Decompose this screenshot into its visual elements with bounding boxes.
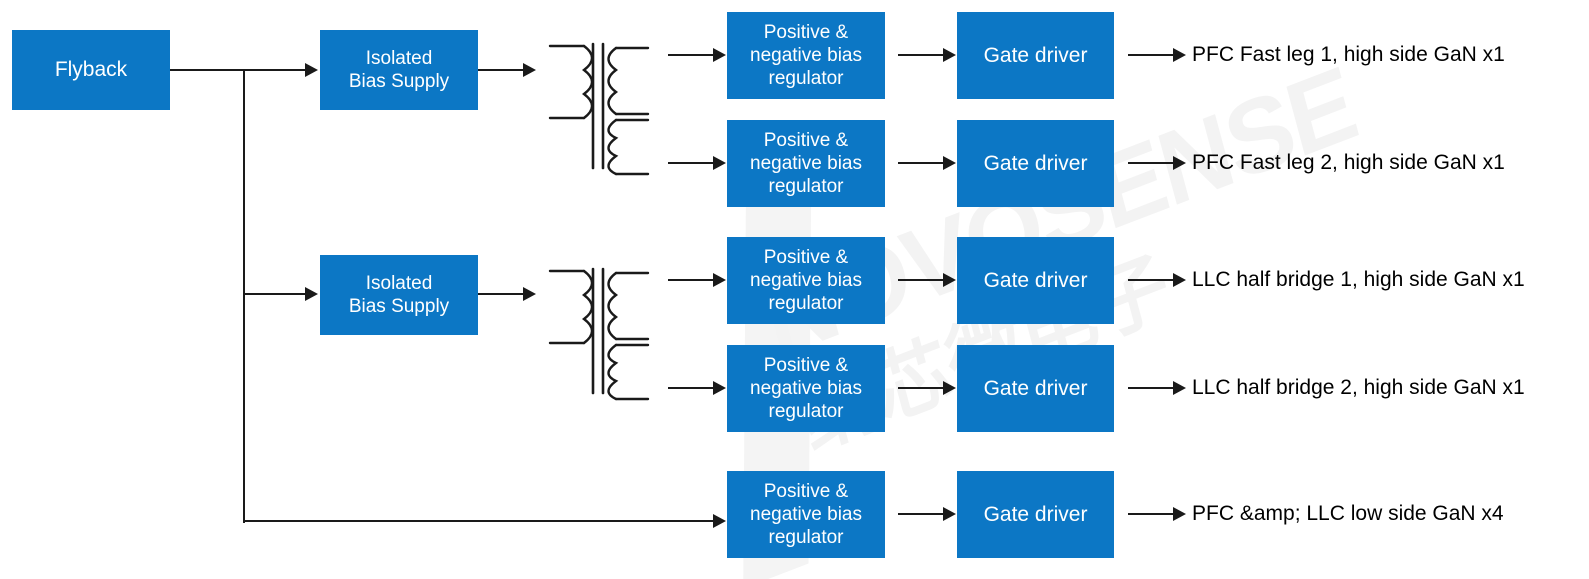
connector-regulator-3-to-driver-3 xyxy=(898,279,943,281)
connector-transformer-1-sec-b-to-regulator-2 xyxy=(668,162,713,164)
regulator-5-line-1: Positive & xyxy=(763,480,849,502)
transformer-1 xyxy=(548,42,650,176)
arrowhead-to-driver-3 xyxy=(943,273,956,287)
bias-regulator-4[interactable]: Positive & negative bias regulator xyxy=(727,345,885,432)
arrowhead-to-transformer-1 xyxy=(523,63,536,77)
arrowhead-to-output-2 xyxy=(1173,156,1186,170)
regulator-4-line-3: regulator xyxy=(768,401,844,423)
connector-regulator-1-to-driver-1 xyxy=(898,54,943,56)
arrowhead-to-driver-5 xyxy=(943,507,956,521)
arrowhead-to-regulator-3 xyxy=(713,273,726,287)
regulator-3-line-1: Positive & xyxy=(763,246,849,268)
arrowhead-to-transformer-2 xyxy=(523,287,536,301)
connector-bus-to-regulator-5 xyxy=(243,520,713,522)
gate-driver-1[interactable]: Gate driver xyxy=(957,12,1114,99)
connector-driver-4-to-output-4 xyxy=(1128,387,1173,389)
connector-driver-3-to-output-3 xyxy=(1128,279,1173,281)
bias-regulator-5[interactable]: Positive & negative bias regulator xyxy=(727,471,885,558)
connector-driver-5-to-output-5 xyxy=(1128,513,1173,515)
regulator-1-line-1: Positive & xyxy=(763,21,849,43)
flyback-box[interactable]: Flyback xyxy=(12,30,170,110)
connector-transformer-1-sec-a-to-regulator-1 xyxy=(668,54,713,56)
gate-driver-4[interactable]: Gate driver xyxy=(957,345,1114,432)
gate-driver-2[interactable]: Gate driver xyxy=(957,120,1114,207)
arrowhead-to-regulator-2 xyxy=(713,156,726,170)
regulator-1-line-3: regulator xyxy=(768,68,844,90)
regulator-3-line-3: regulator xyxy=(768,293,844,315)
arrowhead-to-output-1 xyxy=(1173,48,1186,62)
connector-bias-supply-1-to-transformer-1 xyxy=(478,69,523,71)
bias-supply-1-line-1: Isolated xyxy=(365,47,433,69)
bias-regulator-2[interactable]: Positive & negative bias regulator xyxy=(727,120,885,207)
regulator-2-line-2: negative bias xyxy=(750,152,862,174)
connector-regulator-2-to-driver-2 xyxy=(898,162,943,164)
output-label-5: PFC &amp; LLC low side GaN x4 xyxy=(1192,502,1504,525)
connector-flyback-to-bus xyxy=(170,69,305,71)
arrowhead-to-bias-supply-1 xyxy=(305,63,318,77)
output-label-4: LLC half bridge 2, high side GaN x1 xyxy=(1192,376,1525,399)
regulator-5-line-2: negative bias xyxy=(750,503,862,525)
arrowhead-to-driver-1 xyxy=(943,48,956,62)
regulator-2-line-1: Positive & xyxy=(763,129,849,151)
regulator-4-line-2: negative bias xyxy=(750,377,862,399)
output-label-3: LLC half bridge 1, high side GaN x1 xyxy=(1192,268,1525,291)
connector-bias-supply-2-to-transformer-2 xyxy=(478,293,523,295)
bias-regulator-1[interactable]: Positive & negative bias regulator xyxy=(727,12,885,99)
arrowhead-to-driver-4 xyxy=(943,381,956,395)
connector-regulator-5-to-driver-5 xyxy=(898,513,943,515)
connector-bus-to-bias-supply-2 xyxy=(243,293,305,295)
gate-driver-5[interactable]: Gate driver xyxy=(957,471,1114,558)
arrowhead-to-bias-supply-2 xyxy=(305,287,318,301)
transformer-2 xyxy=(548,267,650,401)
regulator-5-line-3: regulator xyxy=(768,527,844,549)
arrowhead-to-output-3 xyxy=(1173,273,1186,287)
arrowhead-to-regulator-5 xyxy=(713,514,726,528)
output-label-1: PFC Fast leg 1, high side GaN x1 xyxy=(1192,43,1505,66)
arrowhead-to-regulator-1 xyxy=(713,48,726,62)
bias-supply-1-line-2: Bias Supply xyxy=(348,71,450,92)
connector-transformer-2-sec-b-to-regulator-4 xyxy=(668,387,713,389)
bias-regulator-3[interactable]: Positive & negative bias regulator xyxy=(727,237,885,324)
isolated-bias-supply-2[interactable]: Isolated Bias Supply xyxy=(320,255,478,335)
connector-regulator-4-to-driver-4 xyxy=(898,387,943,389)
regulator-3-line-2: negative bias xyxy=(750,269,862,291)
connector-transformer-2-sec-a-to-regulator-3 xyxy=(668,279,713,281)
arrowhead-to-output-5 xyxy=(1173,507,1186,521)
connector-driver-1-to-output-1 xyxy=(1128,54,1173,56)
regulator-4-line-1: Positive & xyxy=(763,354,849,376)
distribution-bus-vertical xyxy=(243,70,245,523)
connector-driver-2-to-output-2 xyxy=(1128,162,1173,164)
arrowhead-to-output-4 xyxy=(1173,381,1186,395)
bias-supply-2-line-2: Bias Supply xyxy=(348,296,450,317)
bias-supply-2-line-1: Isolated xyxy=(365,272,433,294)
regulator-2-line-3: regulator xyxy=(768,176,844,198)
arrowhead-to-driver-2 xyxy=(943,156,956,170)
output-label-2: PFC Fast leg 2, high side GaN x1 xyxy=(1192,151,1505,174)
regulator-1-line-2: negative bias xyxy=(750,44,862,66)
arrowhead-to-regulator-4 xyxy=(713,381,726,395)
gate-driver-3[interactable]: Gate driver xyxy=(957,237,1114,324)
isolated-bias-supply-1[interactable]: Isolated Bias Supply xyxy=(320,30,478,110)
